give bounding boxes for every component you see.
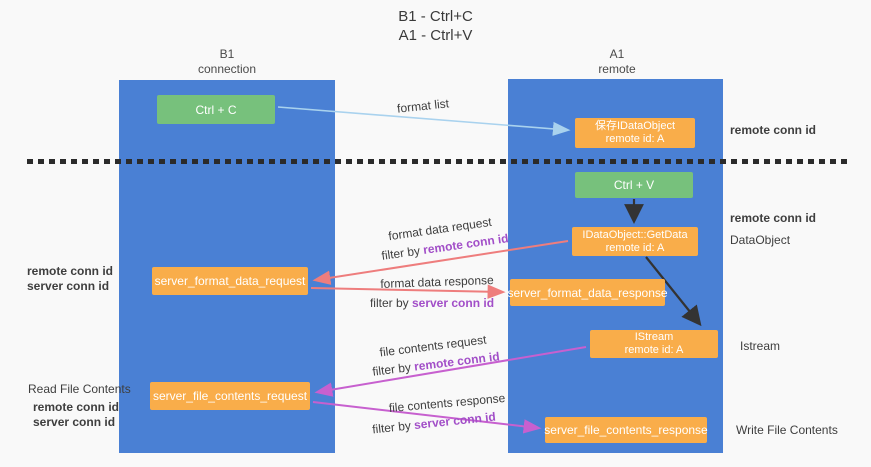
filter-by-server-1-label: filter by server conn id	[370, 296, 494, 310]
server-conn-id-text: server conn id	[413, 409, 497, 433]
right-lane-header: A1 remote	[537, 47, 697, 77]
filter-by-text: filter by	[371, 359, 416, 379]
ctrl-v-label: Ctrl + V	[613, 178, 655, 192]
filter-by-text: filter by	[371, 418, 415, 437]
phase-separator-line	[27, 159, 852, 164]
left-lane-header: B1 connection	[147, 47, 307, 77]
read-server-conn-id-label: server conn id	[33, 415, 116, 429]
save-idataobject-line2: remote id: A	[605, 133, 665, 145]
left-server-conn-id-label: server conn id	[27, 279, 110, 293]
left-lane-name: B1	[219, 47, 235, 61]
save-idataobject-box: 保存IDataObject remote id: A	[575, 118, 695, 148]
write-file-contents-label: Write File Contents	[736, 423, 838, 437]
getdata-line1: IDataObject::GetData	[582, 228, 688, 241]
dataobject-label: DataObject	[730, 233, 791, 247]
server-file-contents-response-label: server_file_contents_response	[544, 423, 708, 437]
server-conn-id-text: server conn id	[411, 296, 495, 310]
right-lane-role: remote	[598, 62, 636, 76]
server-file-contents-response-box: server_file_contents_response	[544, 417, 708, 443]
right-lane-name: A1	[609, 47, 625, 61]
filter-by-text: filter by	[380, 243, 425, 263]
left-lane-role: connection	[197, 62, 257, 76]
server-format-data-response-label: server_format_data_response	[507, 285, 668, 300]
istream-line2: remote id: A	[624, 344, 684, 356]
remote-conn-id-top-label: remote conn id	[730, 123, 817, 137]
format-data-response-label: format data response	[380, 273, 494, 291]
read-remote-conn-id-label: remote conn id	[33, 400, 120, 414]
filter-by-text: filter by	[369, 296, 412, 310]
read-file-contents-label: Read File Contents	[28, 382, 131, 396]
server-format-data-request-box: server_format_data_request	[152, 267, 308, 295]
istream-side-label: Istream	[740, 339, 781, 353]
ctrl-v-box: Ctrl + V	[575, 172, 693, 198]
ctrl-c-label: Ctrl + C	[195, 102, 237, 117]
server-file-contents-request-box: server_file_contents_request	[150, 382, 310, 410]
format-list-label: format list	[396, 96, 450, 116]
getdata-line2: remote id: A	[605, 241, 665, 254]
server-format-data-response-box: server_format_data_response	[507, 279, 668, 306]
title-line-1: B1 - Ctrl+C	[398, 8, 473, 25]
remote-conn-id-mid-label: remote conn id	[730, 211, 817, 225]
title-line-2: A1 - Ctrl+V	[398, 27, 473, 44]
save-idataobject-line1: 保存IDataObject	[594, 120, 676, 132]
istream-line1: IStream	[634, 331, 674, 343]
server-file-contents-request-label: server_file_contents_request	[152, 389, 308, 403]
diagram-title: B1 - Ctrl+C A1 - Ctrl+V	[0, 7, 871, 45]
istream-box: IStream remote id: A	[590, 330, 718, 358]
left-remote-conn-id-label: remote conn id	[27, 264, 114, 278]
server-format-data-request-label: server_format_data_request	[154, 274, 306, 288]
idataobject-getdata-box: IDataObject::GetData remote id: A	[572, 227, 698, 256]
ctrl-c-box: Ctrl + C	[157, 95, 275, 124]
